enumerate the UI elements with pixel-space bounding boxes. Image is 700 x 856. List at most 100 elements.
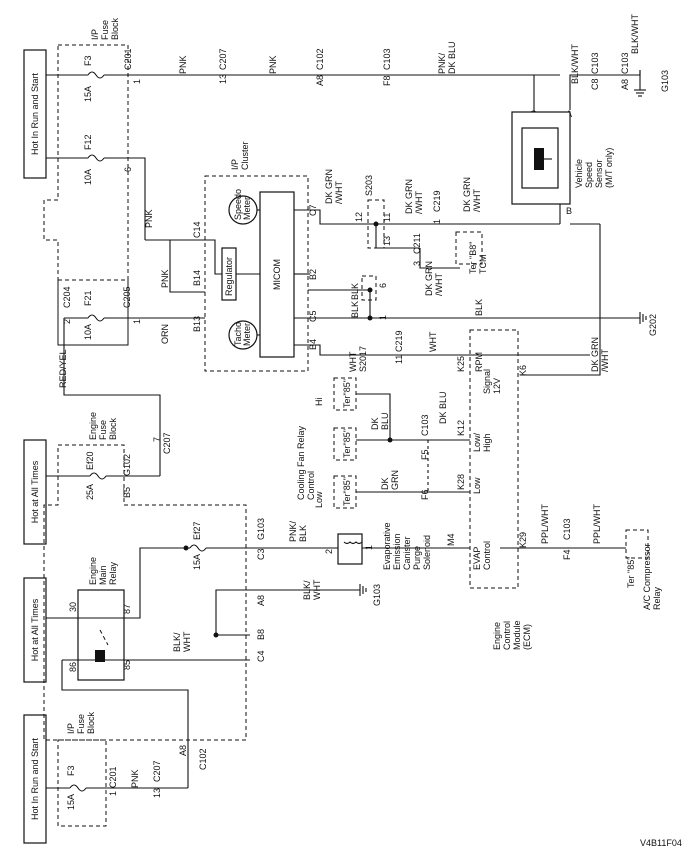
svg-text:C103: C103 xyxy=(562,518,572,540)
svg-text:15A: 15A xyxy=(66,794,76,810)
svg-text:10A: 10A xyxy=(83,169,93,185)
conn-c201-top: C201 xyxy=(123,48,133,70)
svg-text:RPM: RPM xyxy=(474,352,484,372)
ecm-label: EngineControlModule(ECM) xyxy=(492,620,532,650)
wire-ppl-wht-1: PPL/WHT xyxy=(540,503,550,544)
svg-text:BLK/WHT: BLK/WHT xyxy=(172,631,192,652)
svg-text:3: 3 xyxy=(412,261,422,266)
svg-text:M4: M4 xyxy=(446,533,456,546)
svg-text:EngineFuseBlock: EngineFuseBlock xyxy=(88,412,118,440)
engine-main-relay xyxy=(77,589,125,681)
svg-text:EVAPControl: EVAPControl xyxy=(472,541,492,570)
ip-fuse-block-label: I/PFuseBlock xyxy=(90,17,120,40)
micom-box xyxy=(259,191,295,358)
ground-g103-top: G103 xyxy=(660,70,670,92)
svg-text:1: 1 xyxy=(378,315,388,320)
svg-text:DK GRN/WHT: DK GRN/WHT xyxy=(404,179,424,214)
power-all-times-2 xyxy=(23,577,47,683)
svg-text:Ef20: Ef20 xyxy=(85,451,95,470)
svg-text:C201: C201 xyxy=(108,766,118,788)
svg-text:DK GRN/WHT: DK GRN/WHT xyxy=(324,169,344,204)
power-all-times-1-label: Hot at All Times xyxy=(30,460,40,523)
svg-text:K29: K29 xyxy=(518,532,528,548)
svg-text:Low: Low xyxy=(472,477,482,494)
svg-text:C103: C103 xyxy=(620,52,630,74)
relay-coil-icon xyxy=(95,650,105,662)
svg-text:6: 6 xyxy=(378,283,388,288)
wire-pnk-dkblu: PNK/DK BLU xyxy=(437,41,457,74)
svg-text:F3: F3 xyxy=(66,765,76,776)
svg-text:Low/High: Low/High xyxy=(472,432,492,452)
svg-text:C207: C207 xyxy=(162,432,172,454)
svg-text:K6: K6 xyxy=(518,365,528,376)
wire-dk-blu: DK BLU xyxy=(438,391,448,424)
svg-text:K28: K28 xyxy=(456,474,466,490)
svg-text:C3: C3 xyxy=(256,548,266,560)
svg-text:12: 12 xyxy=(354,212,364,222)
svg-text:Ter"85": Ter"85" xyxy=(342,477,352,506)
svg-text:Ef27: Ef27 xyxy=(192,521,202,540)
power-all-times-2-label: Hot at All Times xyxy=(30,598,40,661)
svg-text:G102: G102 xyxy=(122,454,132,476)
svg-text:7: 7 xyxy=(152,437,162,442)
wire-wht-1: WHT xyxy=(348,351,358,372)
ecm-box xyxy=(469,329,519,589)
svg-text:S203: S203 xyxy=(364,175,374,196)
svg-text:85: 85 xyxy=(122,660,132,670)
wire-orn: ORN xyxy=(160,324,170,344)
svg-text:C219: C219 xyxy=(394,330,404,352)
svg-text:F12: F12 xyxy=(83,134,93,150)
ip-cluster-label: I/PCluster xyxy=(230,141,250,170)
wire-ppl-wht-2: PPL/WHT xyxy=(592,503,602,544)
svg-text:B5: B5 xyxy=(122,487,132,498)
svg-text:F8: F8 xyxy=(382,75,392,86)
power-run-start-top-label: Hot In Run and Start xyxy=(30,72,40,155)
svg-text:TachoMeter: TachoMeter xyxy=(233,322,252,346)
engine-fuse-block xyxy=(43,444,247,741)
tcm-label: TCM xyxy=(478,255,488,275)
wire-pnk-1: PNK xyxy=(178,55,188,74)
wire-pnk-2: PNK xyxy=(268,55,278,74)
svg-text:86: 86 xyxy=(68,662,78,672)
svg-text:Signal12V: Signal12V xyxy=(482,369,502,394)
regulator-label: Regulator xyxy=(224,257,234,296)
svg-text:C7: C7 xyxy=(308,204,318,216)
svg-text:K25: K25 xyxy=(456,356,466,372)
power-run-start-bottom-label: Hot In Run and Start xyxy=(30,737,40,820)
wire-blk-wht-2: BLK/WHT xyxy=(630,13,640,54)
svg-text:C102: C102 xyxy=(315,48,325,70)
svg-text:B2: B2 xyxy=(308,269,318,280)
svg-text:F21: F21 xyxy=(83,290,93,306)
splice-s2017: S2017 xyxy=(358,346,368,372)
svg-text:DK GRN/WHT: DK GRN/WHT xyxy=(462,177,482,212)
svg-text:C103: C103 xyxy=(382,48,392,70)
svg-text:EngineMainRelay: EngineMainRelay xyxy=(88,557,118,585)
svg-text:Ter"85": Ter"85" xyxy=(342,429,352,458)
svg-text:Ter "85": Ter "85" xyxy=(626,557,636,588)
ip-cluster xyxy=(204,175,309,372)
cooling-fan-label: Cooling Fan RelayControl xyxy=(296,425,316,500)
svg-text:13: 13 xyxy=(218,74,228,84)
sensor-element-icon xyxy=(534,148,544,170)
ip-fuse-block-bottom xyxy=(57,739,107,827)
svg-text:C205: C205 xyxy=(122,286,132,308)
svg-text:Ter "B8": Ter "B8" xyxy=(468,242,478,274)
svg-text:DKBLU: DKBLU xyxy=(370,412,390,430)
svg-text:13: 13 xyxy=(152,788,162,798)
ground-g202: G202 xyxy=(648,314,658,336)
wire-wht-2: WHT xyxy=(428,331,438,352)
svg-text:K12: K12 xyxy=(456,420,466,436)
svg-text:25A: 25A xyxy=(85,484,95,500)
wire-blk-3: BLK xyxy=(474,299,484,316)
svg-text:C8: C8 xyxy=(590,78,600,90)
svg-text:87: 87 xyxy=(122,604,132,614)
svg-text:C5: C5 xyxy=(308,310,318,322)
document-id: V4B11F04 xyxy=(640,838,682,848)
power-run-start-top xyxy=(23,49,47,179)
wire-blk-1: BLK xyxy=(350,283,360,300)
svg-text:10A: 10A xyxy=(83,324,93,340)
tcm-box xyxy=(455,231,483,265)
svg-text:30: 30 xyxy=(68,602,78,612)
micom-label: MICOM xyxy=(272,259,282,290)
